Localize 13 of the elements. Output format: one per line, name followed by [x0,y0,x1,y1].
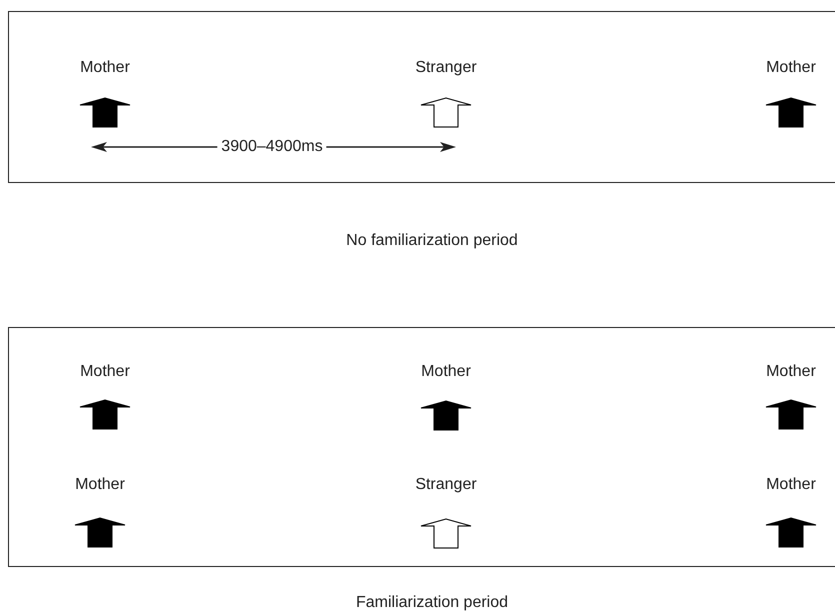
condition-label: Mother [75,476,125,494]
condition-label: Mother [766,59,816,77]
panel-caption: Familiarization period [356,594,508,612]
condition-label: Mother [766,476,816,494]
trial-panel [8,11,835,183]
condition-label: Mother [80,59,130,77]
condition-label: Mother [766,363,816,381]
condition-label: Stranger [415,59,477,77]
condition-label: Stranger [415,476,477,494]
condition-label: Mother [80,363,130,381]
panel-caption: No familiarization period [346,232,518,250]
trial-panel [8,327,835,567]
condition-label: Mother [421,363,471,381]
